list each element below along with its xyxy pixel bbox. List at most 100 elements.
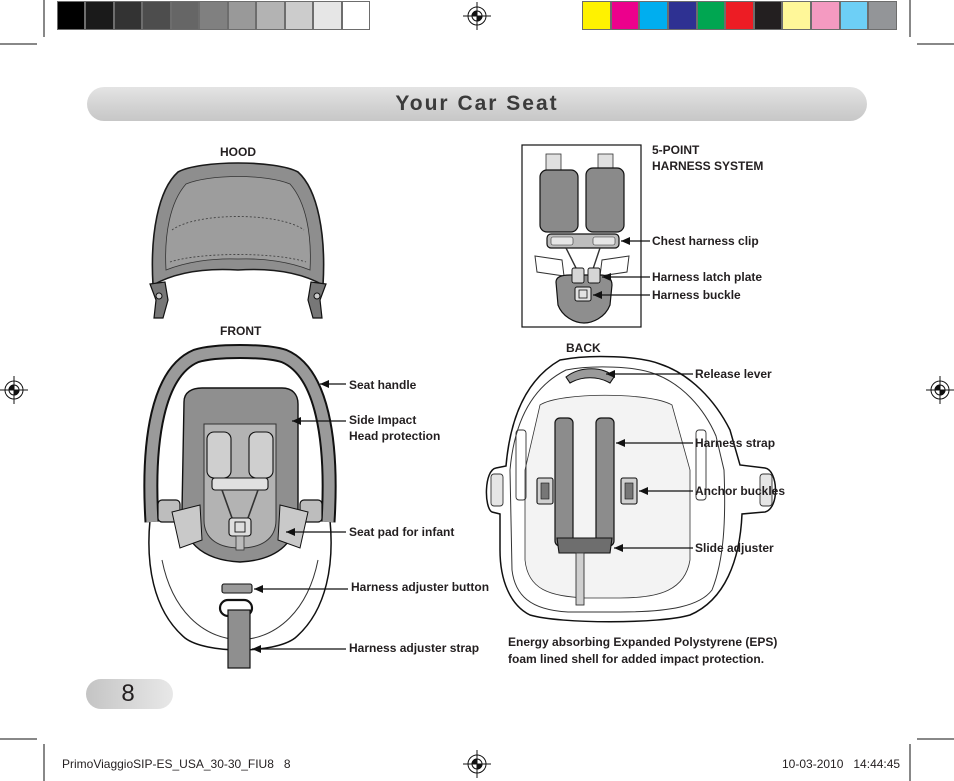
shoulder-pad-right bbox=[248, 431, 274, 479]
back-seat-illustration bbox=[485, 355, 777, 623]
hood-illustration bbox=[149, 162, 327, 319]
shoulder-pad-left bbox=[539, 169, 579, 233]
hood-hem-seam bbox=[169, 254, 307, 263]
harness-adjuster-button bbox=[221, 583, 253, 594]
harness-system-label-line2: HARNESS SYSTEM bbox=[652, 159, 764, 173]
grayscale-swatch bbox=[313, 1, 342, 30]
harness-adjuster-button-label: Harness adjuster button bbox=[351, 580, 490, 594]
grayscale-swatch bbox=[284, 1, 314, 30]
registration-mark-left bbox=[0, 376, 28, 404]
process-color-bar bbox=[582, 1, 898, 30]
page-title: Your Car Seat bbox=[395, 92, 559, 115]
anchor-buckle-left-slot bbox=[540, 482, 550, 500]
harness-lower-straps bbox=[221, 489, 259, 519]
belt-guide-left bbox=[515, 429, 527, 501]
back-shell-inner bbox=[509, 366, 726, 613]
front-seat-illustration bbox=[143, 344, 337, 669]
seat-pad-label: Seat pad for infant bbox=[349, 525, 455, 539]
latch-plate-right bbox=[587, 267, 601, 284]
eps-note-line2: foam lined shell for added impact protec… bbox=[508, 652, 765, 666]
page-number-badge: 8 bbox=[86, 679, 173, 709]
grayscale-swatch bbox=[113, 1, 143, 30]
grayscale-swatch bbox=[142, 1, 171, 30]
release-lever-label: Release lever bbox=[695, 367, 772, 381]
hood-pivot-left bbox=[155, 292, 163, 300]
chest-harness-clip-label: Chest harness clip bbox=[652, 234, 759, 248]
side-nub-left bbox=[490, 473, 504, 507]
slug-datetime: 10-03-2010 14:44:45 bbox=[782, 757, 901, 771]
eps-note-line1: Energy absorbing Expanded Polystyrene (E… bbox=[508, 635, 778, 649]
side-nub-right bbox=[759, 473, 773, 507]
harness-latch-plate-label: Harness latch plate bbox=[652, 270, 763, 284]
chest-clip bbox=[211, 477, 269, 491]
process-color-swatch bbox=[696, 1, 726, 30]
seat-handle bbox=[145, 346, 335, 523]
harness-buckle bbox=[574, 286, 592, 302]
buckle-button bbox=[578, 289, 588, 299]
chest-clip-right-half bbox=[592, 236, 616, 246]
side-wing-left bbox=[171, 504, 203, 549]
harness-buckle bbox=[228, 517, 252, 537]
hood-inner-panel bbox=[165, 176, 311, 271]
side-impact-label-line1: Side Impact bbox=[349, 413, 417, 427]
latch-plate-left bbox=[571, 267, 585, 284]
hood-pivot-right bbox=[313, 292, 321, 300]
side-impact-label-line2: Head protection bbox=[349, 429, 441, 443]
process-color-swatch bbox=[811, 1, 840, 30]
hood-mount-left bbox=[149, 281, 169, 319]
grayscale-swatch bbox=[199, 1, 228, 30]
front-label: FRONT bbox=[220, 324, 262, 338]
hood-mount-right bbox=[307, 281, 327, 319]
page-number: 8 bbox=[121, 680, 135, 707]
slide-adjuster-label: Slide adjuster bbox=[695, 541, 774, 555]
registration-mark-top bbox=[463, 2, 491, 30]
grayscale-swatch bbox=[170, 1, 200, 30]
side-wing-right bbox=[277, 504, 309, 549]
harness-strap-label: Harness strap bbox=[695, 436, 776, 450]
registration-mark-right bbox=[926, 376, 954, 404]
callout-arrows bbox=[252, 236, 693, 654]
harness-strap-left bbox=[554, 417, 574, 547]
registration-mark-bottom bbox=[463, 750, 491, 778]
harness-strap-right bbox=[595, 417, 615, 547]
process-color-swatch bbox=[753, 1, 783, 30]
grayscale-swatch bbox=[57, 1, 86, 30]
chest-clip-left-half bbox=[550, 236, 574, 246]
back-label: BACK bbox=[566, 341, 601, 355]
hood-visor-seam bbox=[171, 216, 305, 231]
harness-buckle-label: Harness buckle bbox=[652, 288, 741, 302]
grayscale-swatch bbox=[227, 1, 257, 30]
process-color-swatch bbox=[610, 1, 640, 30]
grayscale-swatch bbox=[341, 1, 370, 30]
harness-adjuster-strap-label: Harness adjuster strap bbox=[349, 641, 480, 655]
process-color-swatch bbox=[782, 1, 812, 30]
harness-adjuster-strap bbox=[227, 609, 251, 669]
center-strap bbox=[575, 552, 585, 606]
harness-system-label-line1: 5-POINT bbox=[652, 143, 700, 157]
shoulder-pad-left bbox=[206, 431, 232, 479]
crotch-strap bbox=[235, 535, 245, 551]
buckle-button bbox=[234, 521, 246, 533]
process-color-swatch bbox=[839, 1, 869, 30]
slide-adjuster bbox=[556, 537, 613, 554]
grayscale-swatch bbox=[85, 1, 114, 30]
slug-filename: PrimoViaggioSIP-ES_USA_30-30_FIU8 8 bbox=[62, 757, 291, 771]
process-color-swatch bbox=[582, 1, 611, 30]
anchor-buckle-right-slot bbox=[624, 482, 634, 500]
hood-label: HOOD bbox=[220, 145, 256, 159]
process-color-swatch bbox=[639, 1, 668, 30]
process-color-swatch bbox=[667, 1, 697, 30]
harness-system-illustration bbox=[521, 144, 642, 328]
anchor-buckles-label: Anchor buckles bbox=[695, 484, 786, 498]
title-banner: Your Car Seat bbox=[87, 87, 867, 121]
process-color-swatch bbox=[868, 1, 898, 30]
release-lever bbox=[565, 368, 615, 384]
belt-guide-right bbox=[695, 429, 707, 501]
grayscale-color-bar bbox=[57, 1, 370, 30]
grayscale-swatch bbox=[256, 1, 285, 30]
process-color-swatch bbox=[725, 1, 754, 30]
seat-handle-label: Seat handle bbox=[349, 378, 417, 392]
shoulder-pad-right bbox=[585, 167, 625, 233]
